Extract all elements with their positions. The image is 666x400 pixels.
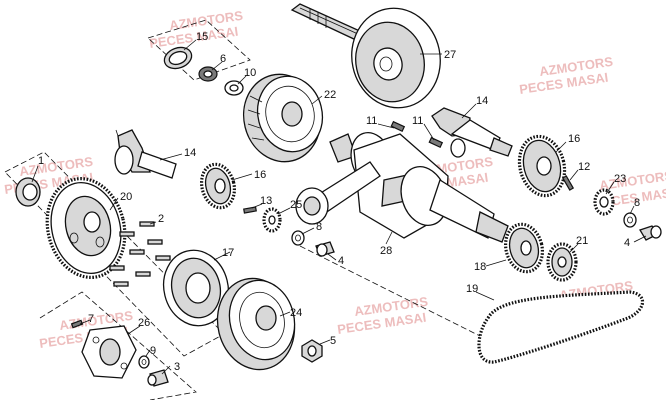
- callout-10: 10: [244, 67, 256, 79]
- callout-19: 19: [466, 283, 478, 295]
- callout-27: 27: [444, 49, 456, 61]
- part-1-bearing: [15, 177, 41, 207]
- callout-14-upper: 14: [476, 95, 488, 107]
- callout-11-left: 11: [366, 115, 377, 127]
- part-12-key-pin: [561, 175, 575, 191]
- part-14-balancer-shaft-upper: [431, 107, 513, 158]
- part-11-dowel-pins: [390, 120, 444, 149]
- part-21-sprocket: [546, 242, 578, 282]
- callout-20: 20: [120, 191, 132, 203]
- callout-23: 23: [614, 173, 626, 185]
- callout-21: 21: [576, 235, 588, 247]
- callout-13: 13: [260, 195, 272, 207]
- callout-8-center: 8: [316, 221, 322, 233]
- part-8-washer-center: [291, 230, 305, 246]
- callout-28: 28: [380, 245, 392, 257]
- part-18-gear: [503, 222, 545, 274]
- part-24-flywheel-rotor: [216, 277, 296, 371]
- part-4-bolt-center: [315, 241, 335, 257]
- part-25-small-gear: [262, 207, 282, 233]
- callout-11-right: 11: [412, 115, 423, 127]
- part-7-pin: [70, 319, 84, 329]
- part-5-nut: [301, 339, 323, 363]
- callout-24: 24: [290, 307, 302, 319]
- callout-8-right: 8: [634, 197, 640, 209]
- part-6-washer: [198, 66, 218, 82]
- callout-7: 7: [88, 313, 94, 325]
- callout-16-left: 16: [254, 169, 266, 181]
- part-23-lock-washer: [593, 188, 615, 216]
- part-15-needle-bearing: [163, 46, 193, 70]
- callout-18: 18: [474, 261, 486, 273]
- callout-26: 26: [138, 317, 150, 329]
- callout-14-left: 14: [184, 147, 196, 159]
- part-3-bolt: [147, 369, 169, 387]
- callout-12: 12: [578, 161, 590, 173]
- outline-guide-line: [299, 245, 501, 347]
- part-19-timing-chain: [477, 290, 645, 364]
- callout-5: 5: [330, 335, 336, 347]
- part-16-gear-left: [199, 162, 237, 210]
- callout-3: 3: [174, 361, 180, 373]
- part-17-starter-clutch: [162, 249, 230, 327]
- part-20-large-gear: [45, 177, 127, 279]
- callout-4-center: 4: [338, 255, 344, 267]
- callout-16-right: 16: [568, 133, 580, 145]
- part-9-washer: [138, 355, 150, 369]
- callout-22: 22: [324, 89, 336, 101]
- callout-4-right: 4: [624, 237, 630, 249]
- part-4-bolt-right: [639, 225, 662, 241]
- part-28-crankshaft: [295, 132, 509, 243]
- part-10-washer: [224, 80, 244, 96]
- part-16-gear-right: [517, 134, 567, 198]
- part-8-washer-right: [623, 212, 637, 228]
- callout-1: 1: [38, 155, 44, 167]
- callout-6: 6: [220, 53, 226, 65]
- callout-15: 15: [196, 31, 208, 43]
- callout-2: 2: [158, 213, 164, 225]
- part-26-cam-plate: [81, 325, 137, 379]
- part-27-clutch-housing-shaft: [290, 3, 441, 109]
- part-14-balancer-shaft-left: [114, 129, 177, 179]
- part-13-pin: [243, 206, 257, 214]
- part-2-bolt-set: [109, 221, 171, 287]
- callout-numbers: 15 6 10 27 22 14 11 11 16 1 14 16 20 13 …: [38, 31, 640, 373]
- callout-25: 25: [290, 199, 302, 211]
- callout-17: 17: [222, 247, 234, 259]
- part-22-clutch-pack: [242, 73, 324, 163]
- leader-lines: [31, 39, 647, 375]
- callout-9: 9: [150, 345, 156, 357]
